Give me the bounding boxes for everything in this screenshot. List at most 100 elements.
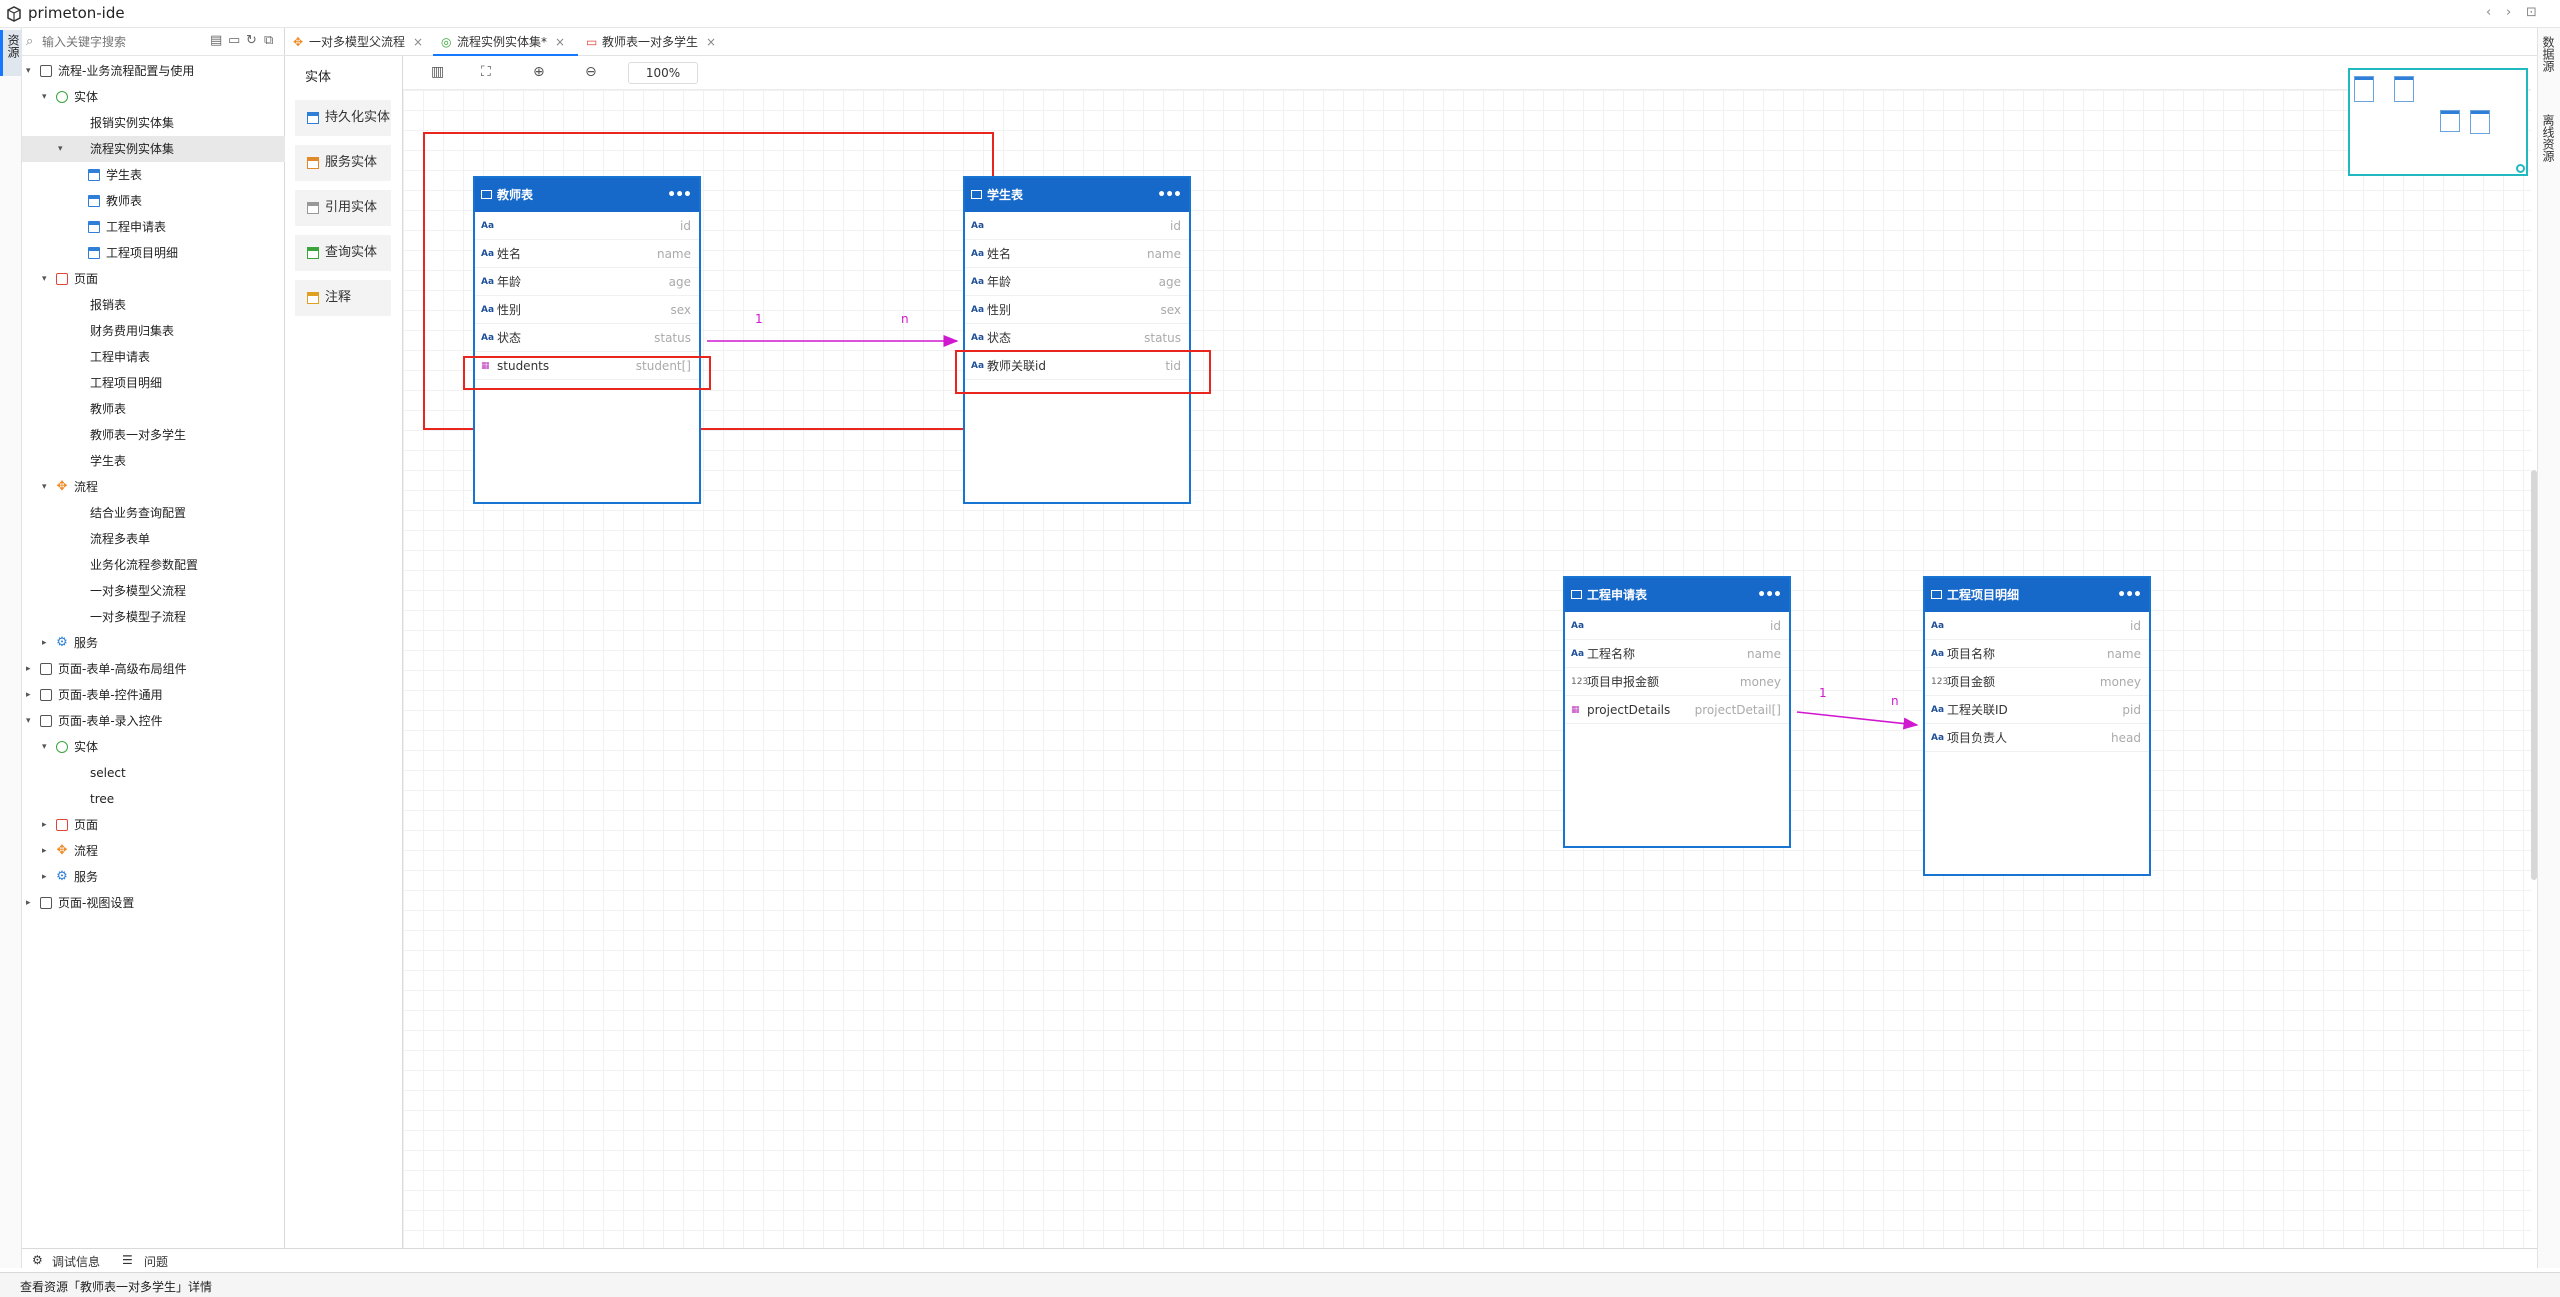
chevron-right-icon[interactable]: ▸ xyxy=(42,638,47,648)
tree-node[interactable]: 教师表 xyxy=(22,396,285,422)
tree-node[interactable]: 工程项目明细 xyxy=(22,370,285,396)
minimap[interactable] xyxy=(2348,68,2528,176)
debug-info-tab[interactable]: 调试信息 xyxy=(52,1255,101,1269)
editor-tab[interactable]: ▭教师表一对多学生× xyxy=(578,28,718,56)
canvas-vertical-scrollbar[interactable] xyxy=(2531,470,2537,880)
more-icon[interactable]: ••• xyxy=(1757,587,1782,603)
tree-node[interactable]: ▾页面 xyxy=(22,266,285,292)
collapse-all-icon[interactable]: ⧉ xyxy=(264,33,274,48)
zoom-in-icon[interactable]: ⊕ xyxy=(533,64,545,80)
tree-node[interactable]: 工程申请表 xyxy=(22,214,285,240)
tree-node[interactable]: 教师表一对多学生 xyxy=(22,422,285,448)
tree-node[interactable]: ▸页面-表单-控件通用 xyxy=(22,682,285,708)
close-icon[interactable]: × xyxy=(555,35,566,49)
chevron-down-icon[interactable]: ▾ xyxy=(42,742,47,752)
tree-node[interactable]: ▸页面 xyxy=(22,812,285,838)
datasource-tab[interactable]: 数据源 xyxy=(2541,36,2555,72)
tree-node[interactable]: ▾实体 xyxy=(22,734,285,760)
tree-node[interactable]: 工程项目明细 xyxy=(22,240,285,266)
tree-node[interactable]: 结合业务查询配置 xyxy=(22,500,285,526)
chevron-down-icon[interactable]: ▾ xyxy=(58,144,63,154)
chevron-right-icon[interactable]: ▸ xyxy=(26,690,31,700)
layout-icon[interactable]: ▥ xyxy=(431,64,445,80)
palette-item[interactable]: 持久化实体 xyxy=(295,100,391,136)
nav-back-icon[interactable]: ‹ xyxy=(2486,5,2492,20)
new-file-icon[interactable]: ▤ xyxy=(210,33,223,48)
chevron-down-icon[interactable]: ▾ xyxy=(42,482,47,492)
refresh-icon[interactable]: ↻ xyxy=(246,33,257,48)
tree-node[interactable]: tree xyxy=(22,786,285,812)
chevron-right-icon[interactable]: ▸ xyxy=(42,872,47,882)
more-icon[interactable]: ••• xyxy=(667,187,692,203)
tree-node[interactable]: 学生表 xyxy=(22,162,285,188)
tree-node[interactable]: ▸✥流程 xyxy=(22,838,285,864)
tree-node[interactable]: ▾实体 xyxy=(22,84,285,110)
tree-node[interactable]: select xyxy=(22,760,285,786)
more-icon[interactable]: ••• xyxy=(1157,187,1182,203)
tree-node[interactable]: ▾页面-表单-录入控件 xyxy=(22,708,285,734)
palette-item[interactable]: 注释 xyxy=(295,280,391,316)
fit-screen-icon[interactable]: ⛶ xyxy=(481,64,491,80)
tree-node[interactable]: ▸页面-视图设置 xyxy=(22,890,285,916)
tree-node[interactable]: 财务费用归集表 xyxy=(22,318,285,344)
chevron-right-icon[interactable]: ▸ xyxy=(26,898,31,908)
entity-header[interactable]: 工程项目明细••• xyxy=(1925,578,2149,612)
chevron-down-icon[interactable]: ▾ xyxy=(26,716,31,726)
search-input[interactable] xyxy=(42,32,212,52)
tree-node[interactable]: ▾流程-业务流程配置与使用 xyxy=(22,58,285,84)
entity-header[interactable]: 工程申请表••• xyxy=(1565,578,1789,612)
editor-tab[interactable]: ◎流程实例实体集*× xyxy=(433,28,578,56)
chevron-right-icon[interactable]: ▸ xyxy=(26,664,31,674)
entity-header[interactable]: 教师表••• xyxy=(475,178,699,212)
close-icon[interactable]: × xyxy=(413,35,424,49)
tree-node[interactable]: 流程多表单 xyxy=(22,526,285,552)
tree-node[interactable]: 报销表 xyxy=(22,292,285,318)
palette-item[interactable]: 查询实体 xyxy=(295,235,391,271)
tree-node[interactable]: ▸⚙服务 xyxy=(22,864,285,890)
palette-item[interactable]: 引用实体 xyxy=(295,190,391,226)
offline-resources-tab[interactable]: 离线资源 xyxy=(2541,114,2555,162)
entity-header[interactable]: 学生表••• xyxy=(965,178,1189,212)
tree-node[interactable]: 教师表 xyxy=(22,188,285,214)
more-icon[interactable]: ••• xyxy=(2117,587,2142,603)
palette-item[interactable]: 服务实体 xyxy=(295,145,391,181)
tree-node[interactable]: 报销实例实体集 xyxy=(22,110,285,136)
zoom-level[interactable]: 100% xyxy=(628,62,698,84)
new-folder-icon[interactable]: ▭ xyxy=(228,33,241,48)
chevron-down-icon[interactable]: ▾ xyxy=(42,92,47,102)
editor-tab[interactable]: ✥一对多模型父流程× xyxy=(285,28,433,56)
resources-tab[interactable]: 资源 xyxy=(0,30,22,76)
tree-node[interactable]: ▸页面-表单-高级布局组件 xyxy=(22,656,285,682)
minimap-resize-handle[interactable] xyxy=(2516,164,2525,173)
tree-node[interactable]: 学生表 xyxy=(22,448,285,474)
tree-node[interactable]: 业务化流程参数配置 xyxy=(22,552,285,578)
chevron-right-icon[interactable]: ▸ xyxy=(42,846,47,856)
tree-node[interactable]: 一对多模型子流程 xyxy=(22,604,285,630)
tree-node[interactable]: 工程申请表 xyxy=(22,344,285,370)
nav-forward-icon[interactable]: › xyxy=(2506,5,2512,20)
problems-tab[interactable]: 问题 xyxy=(144,1255,169,1269)
chevron-down-icon[interactable]: ▾ xyxy=(26,66,31,76)
chevron-right-icon[interactable]: ▸ xyxy=(42,820,47,830)
